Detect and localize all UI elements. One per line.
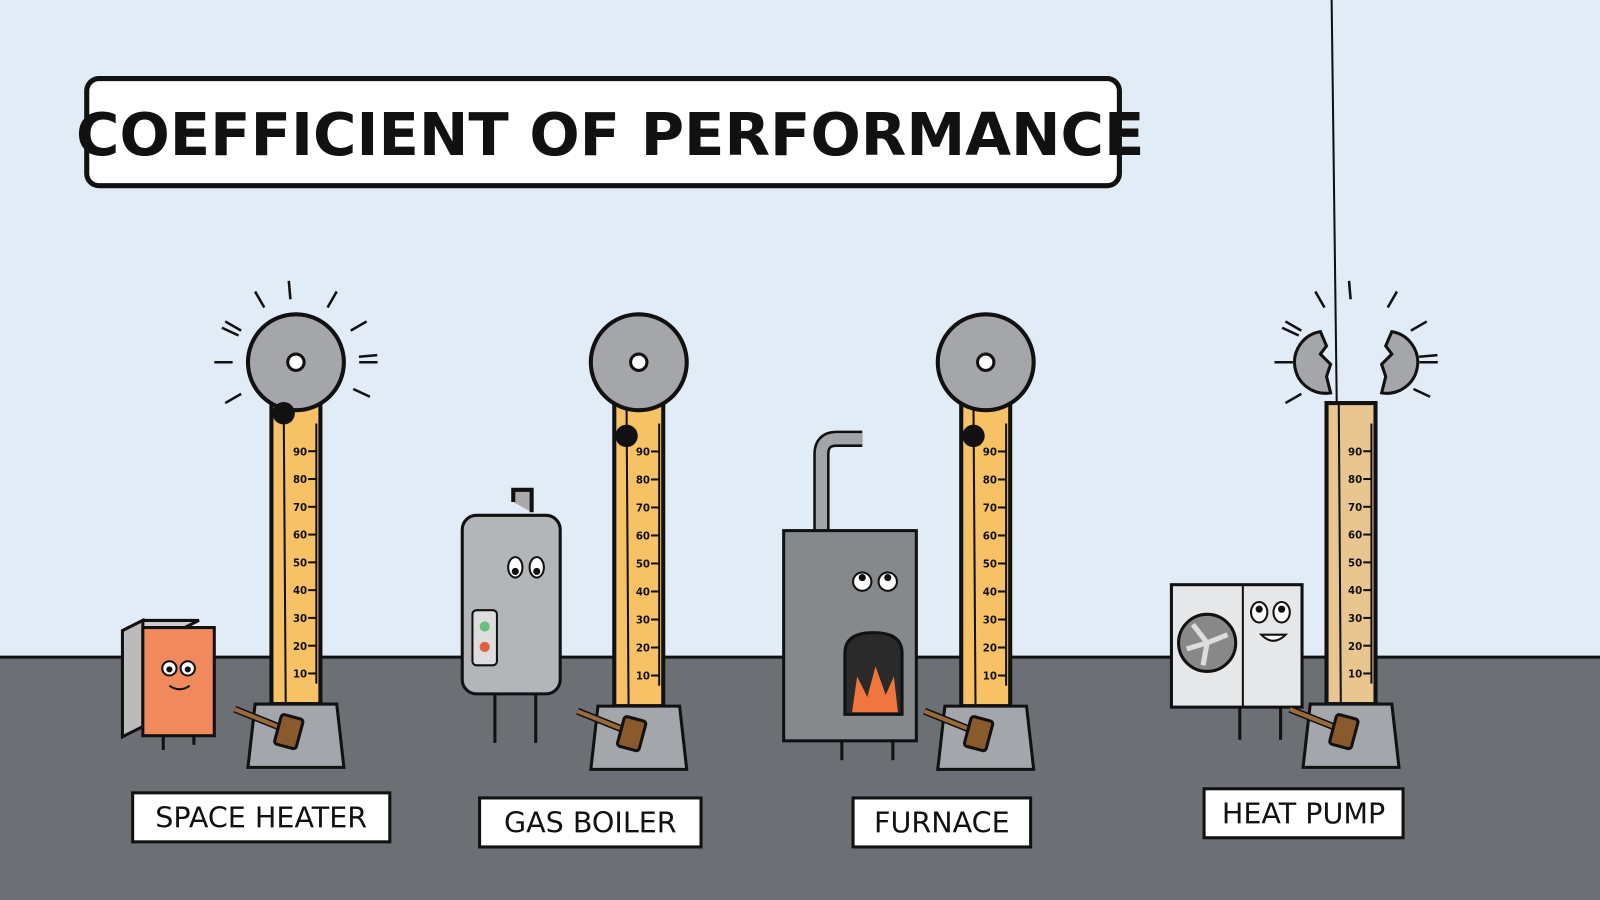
scale-tick-label: 50 [293, 558, 307, 569]
device-label-text: HEAT PUMP [1222, 796, 1385, 830]
device-label-text: FURNACE [874, 806, 1010, 840]
scale-tick-label: 20 [1348, 642, 1362, 653]
ring-line [1284, 320, 1302, 332]
ring-line [1386, 290, 1399, 309]
scale-tick-label: 60 [636, 532, 650, 543]
scale-tick-label: 70 [293, 503, 307, 514]
bell-center [629, 352, 649, 372]
mallet-head-icon [1328, 713, 1360, 751]
mallet-head-icon [615, 715, 648, 753]
scale-tick-label: 80 [983, 476, 997, 487]
space-heater-character [120, 617, 216, 750]
ring-line [352, 387, 371, 398]
device-label: GAS BOILER [478, 796, 703, 849]
scale-tick-label: 30 [983, 616, 997, 627]
scale-tick-label: 50 [636, 560, 650, 571]
scale-tick-label: 10 [636, 672, 650, 683]
device-label: SPACE HEATER [131, 791, 392, 844]
guide-wire [1337, 403, 1342, 705]
scale-tick-label: 20 [636, 644, 650, 655]
scale-tick-label: 30 [293, 614, 307, 625]
guide-wire [625, 403, 630, 707]
mallet-head-icon [273, 713, 305, 751]
guide-wire [282, 403, 287, 705]
scale-tick-label: 60 [1348, 531, 1362, 542]
scale-tick-label: 90 [293, 447, 307, 458]
ring-line [1419, 353, 1438, 359]
ring-line [224, 392, 242, 405]
scale-tick-label: 10 [293, 670, 307, 681]
title-text: COEFFICIENT OF PERFORMANCE [76, 100, 1144, 169]
scale-tick-label: 70 [983, 504, 997, 515]
scale-tick-label: 40 [293, 586, 307, 597]
ring-line [221, 326, 240, 337]
ring-line [1281, 326, 1300, 337]
bell-center [976, 352, 996, 372]
ring-line [1412, 387, 1431, 398]
scale-tick-label: 90 [983, 448, 997, 459]
ring-line [1314, 290, 1326, 309]
device-label: HEAT PUMP [1202, 787, 1405, 840]
gas-boiler-character [460, 487, 562, 743]
hanging-string [1330, 0, 1338, 404]
scale-tick-label: 40 [636, 588, 650, 599]
ring-line [287, 280, 292, 300]
device-label-text: GAS BOILER [504, 806, 677, 840]
heat-pump-character [1169, 583, 1304, 740]
broken-bell-left-icon [1292, 329, 1333, 395]
title-box: COEFFICIENT OF PERFORMANCE [76, 76, 1144, 189]
scale-tick-label: 90 [636, 448, 650, 459]
scale-tick-label: 70 [636, 504, 650, 515]
furnace-character [782, 430, 918, 761]
guide-wire [972, 403, 977, 707]
ring-line [253, 290, 266, 309]
scale-tick-label: 80 [1348, 475, 1362, 486]
scale-tick-label: 50 [1348, 558, 1362, 569]
scale-tick-label: 90 [1348, 447, 1362, 458]
scale-tick-label: 60 [293, 531, 307, 542]
mallet-head-icon [962, 715, 995, 753]
device-label-text: SPACE HEATER [155, 801, 367, 835]
ring-line [350, 320, 368, 332]
ring-line [1284, 392, 1302, 405]
scale-tick-label: 80 [293, 475, 307, 486]
ring-line [326, 290, 338, 309]
scale-tick-label: 20 [983, 644, 997, 655]
scale-tick-label: 50 [983, 560, 997, 571]
ring-line [1347, 280, 1352, 300]
ring-line [358, 353, 378, 359]
scale-tick-label: 10 [983, 672, 997, 683]
scale-tick-label: 80 [636, 476, 650, 487]
striker-puck [615, 424, 638, 448]
scale-tick-label: 20 [293, 642, 307, 653]
scale-tick-label: 60 [983, 532, 997, 543]
scale-tick-label: 30 [636, 616, 650, 627]
striker-puck [962, 424, 985, 448]
bell-center [286, 352, 306, 372]
ring-line [224, 320, 242, 332]
striker-puck [272, 402, 295, 425]
scale-tick-label: 30 [1348, 614, 1362, 625]
scale-tick-label: 40 [1348, 586, 1362, 597]
ring-line [1410, 320, 1428, 332]
scale-tick-label: 40 [983, 588, 997, 599]
device-label: FURNACE [851, 796, 1033, 849]
broken-bell-right-icon [1379, 329, 1420, 395]
scale-tick-label: 70 [1348, 503, 1362, 514]
scale-tick-label: 10 [1348, 670, 1362, 681]
